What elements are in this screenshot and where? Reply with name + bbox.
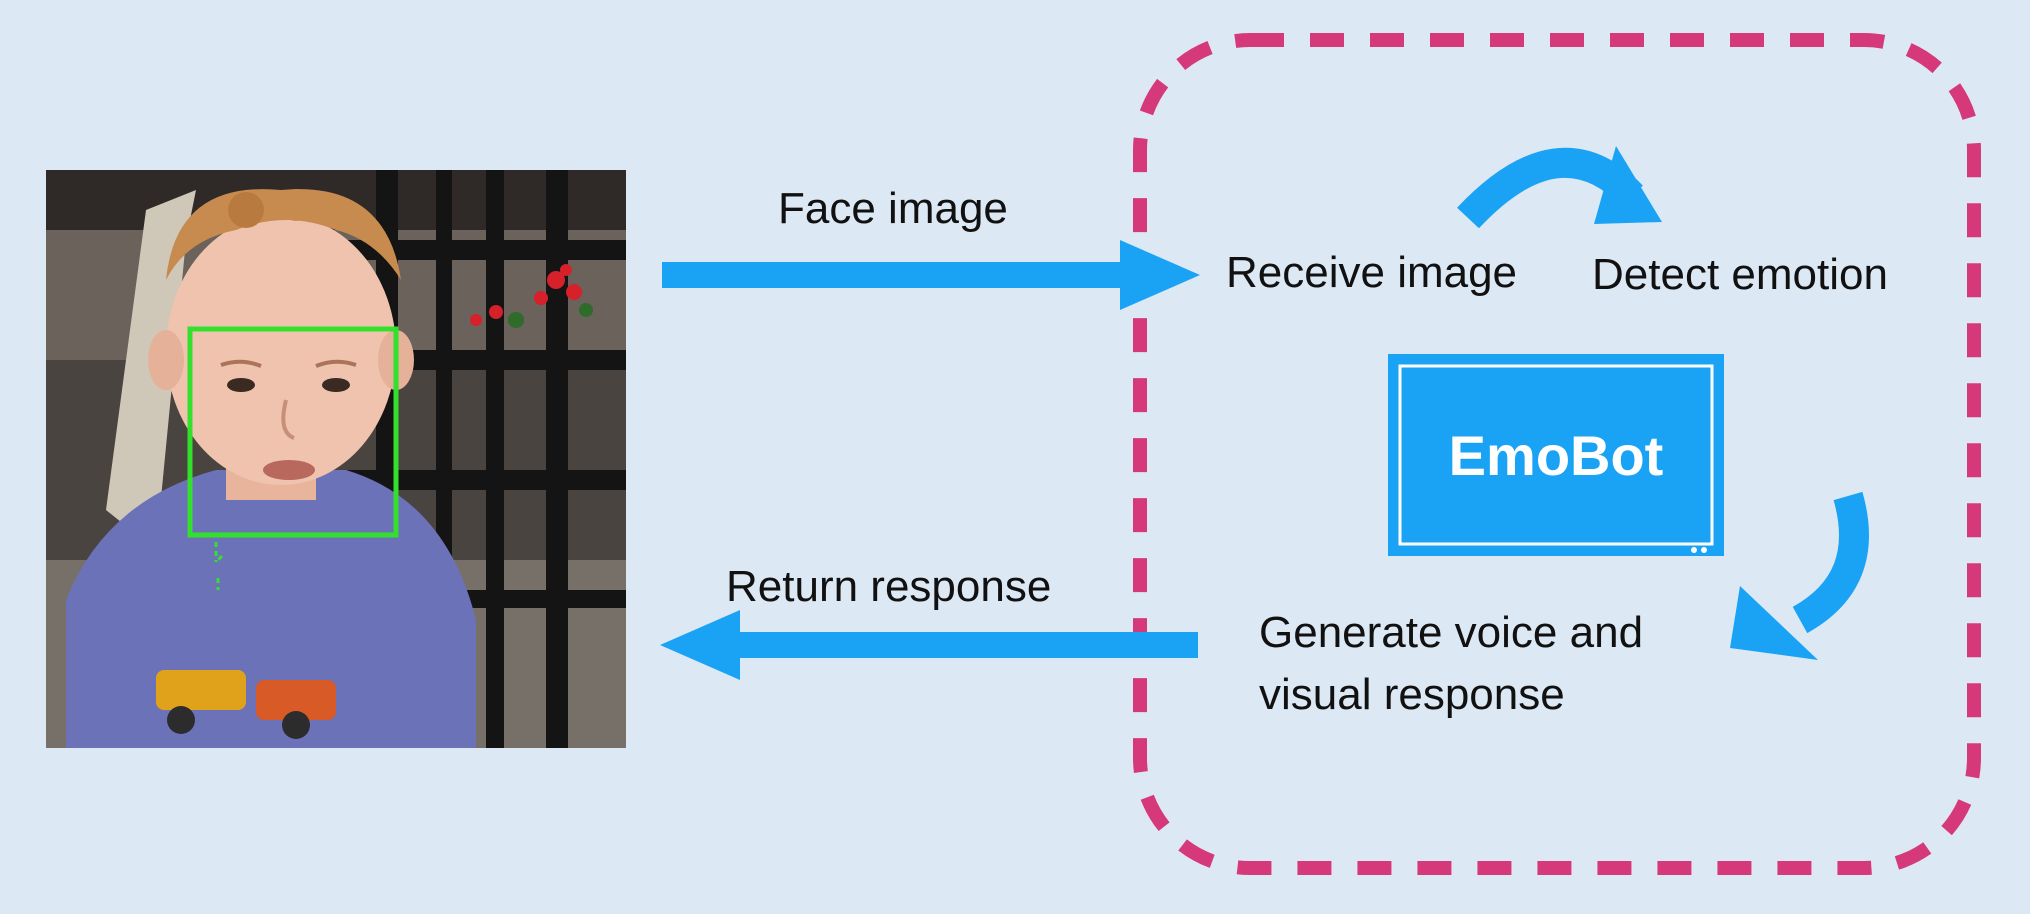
emobot-box — [1388, 354, 1724, 556]
emobot-title: EmoBot — [1448, 424, 1664, 487]
generate-response-label-line1: Generate voice and — [1259, 608, 1644, 657]
face-image-label: Face image — [778, 184, 1008, 233]
curved-arrow-detect-to-generate — [1730, 491, 1869, 660]
face-image-arrow — [662, 240, 1200, 310]
face-photo — [46, 170, 626, 748]
receive-image-label: Receive image — [1226, 248, 1518, 297]
emobot-boundary — [1133, 33, 1981, 875]
return-response-arrow — [660, 610, 1198, 680]
return-response-label: Return response — [726, 562, 1052, 611]
generate-response-label-line2: visual response — [1259, 670, 1565, 719]
face-detection-box — [187, 326, 399, 538]
curved-arrow-receive-to-detect — [1457, 146, 1662, 229]
detect-emotion-label: Detect emotion — [1592, 250, 1888, 299]
face-photo-illustration — [46, 170, 626, 748]
